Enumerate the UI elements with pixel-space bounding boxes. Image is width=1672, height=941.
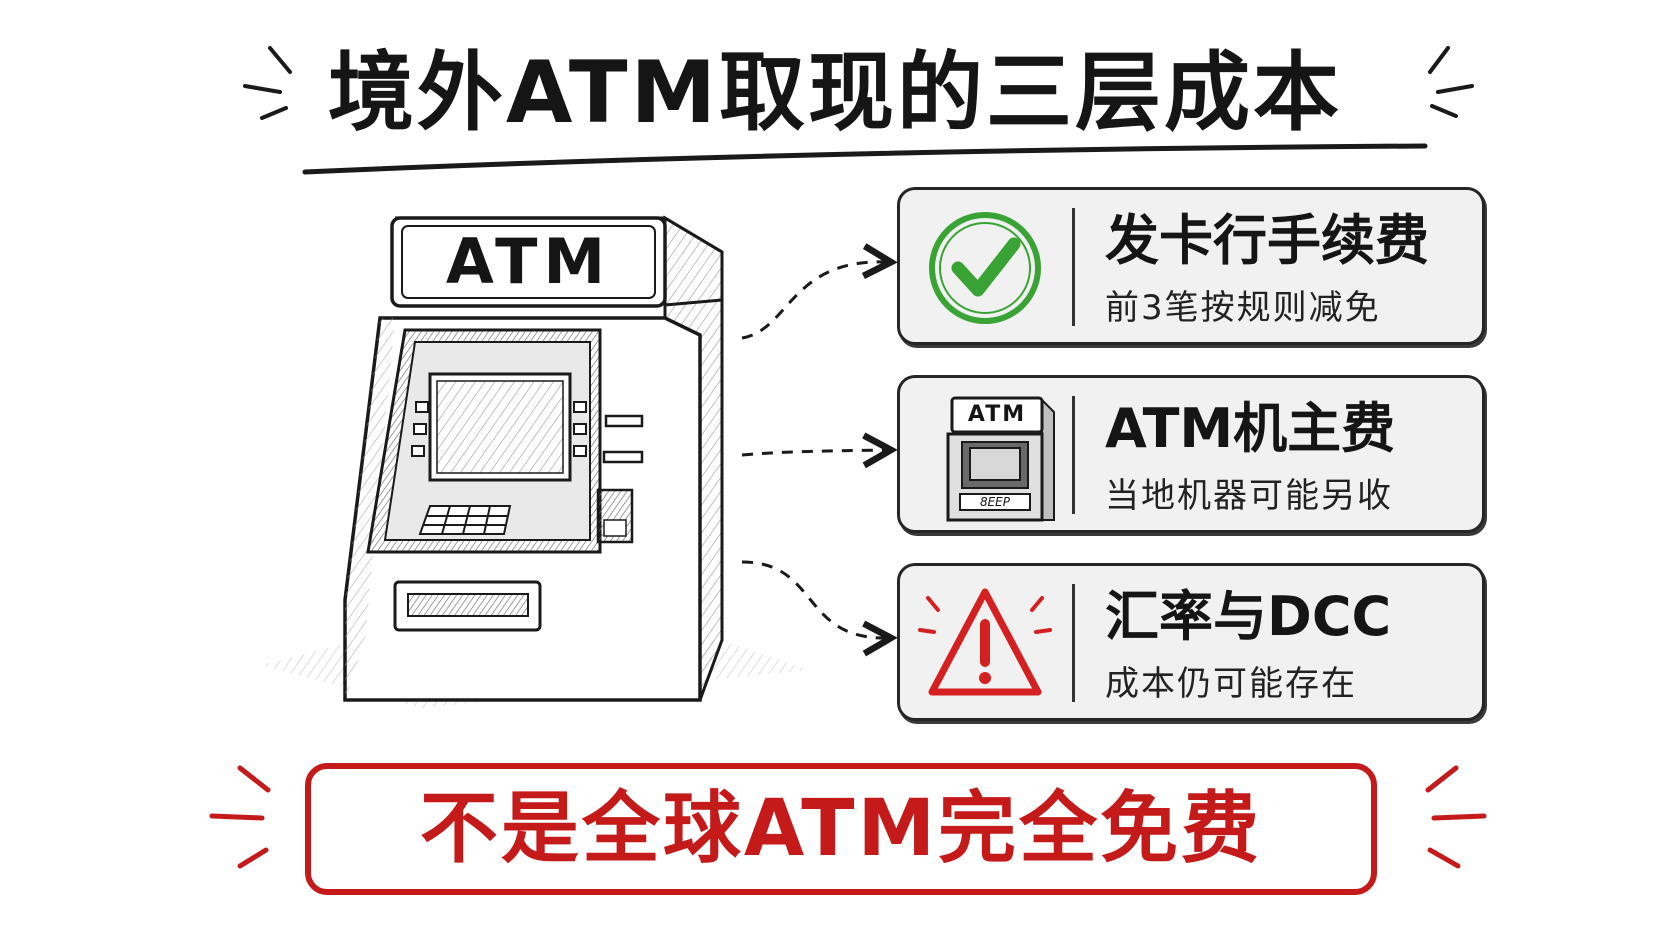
- warning-banner: 不是全球ATM完全免费: [305, 763, 1377, 895]
- card-subtext: 前3笔按规则减免: [1105, 288, 1381, 328]
- atm-sign-label: ATM: [445, 225, 612, 298]
- card-divider: [1072, 584, 1075, 702]
- title-underline: [302, 143, 1428, 175]
- cost-card-atm-owner-fee: ATM 8EEP ATM机主费 当地机器可能另收: [897, 375, 1485, 533]
- checkmark-circle-icon: [908, 198, 1056, 336]
- arrow-to-card-1: [741, 243, 898, 340]
- card-divider: [1072, 208, 1075, 326]
- atm-machine-illustration: [260, 215, 810, 708]
- cost-card-issuer-fee: 发卡行手续费 前3笔按规则减免: [897, 187, 1485, 345]
- cost-card-exchange-dcc: 汇率与DCC 成本仍可能存在: [897, 563, 1485, 721]
- atm-icon-keypad-label: 8EEP: [979, 495, 1011, 509]
- atm-icon-label: ATM: [967, 402, 1027, 427]
- card-subtext: 成本仍可能存在: [1105, 664, 1357, 704]
- title-emphasis-strokes-left: [243, 46, 292, 120]
- warning-triangle-icon: [908, 574, 1056, 712]
- card-heading: 发卡行手续费: [1105, 209, 1429, 272]
- arrow-to-card-3: [741, 560, 898, 657]
- card-subtext: 当地机器可能另收: [1105, 476, 1393, 516]
- banner-emphasis-strokes-right: [1425, 765, 1487, 869]
- card-divider: [1072, 396, 1075, 514]
- banner-text: 不是全球ATM完全免费: [419, 784, 1263, 874]
- card-heading: ATM机主费: [1105, 397, 1396, 460]
- title-emphasis-strokes-right: [1428, 46, 1474, 118]
- card-heading: 汇率与DCC: [1105, 585, 1392, 648]
- atm-machine-icon: ATM 8EEP: [908, 386, 1056, 524]
- page-title: 境外ATM取现的三层成本: [327, 43, 1343, 143]
- arrow-to-card-2: [741, 432, 898, 469]
- banner-emphasis-strokes-left: [209, 765, 271, 869]
- atm-keypad: [418, 505, 512, 535]
